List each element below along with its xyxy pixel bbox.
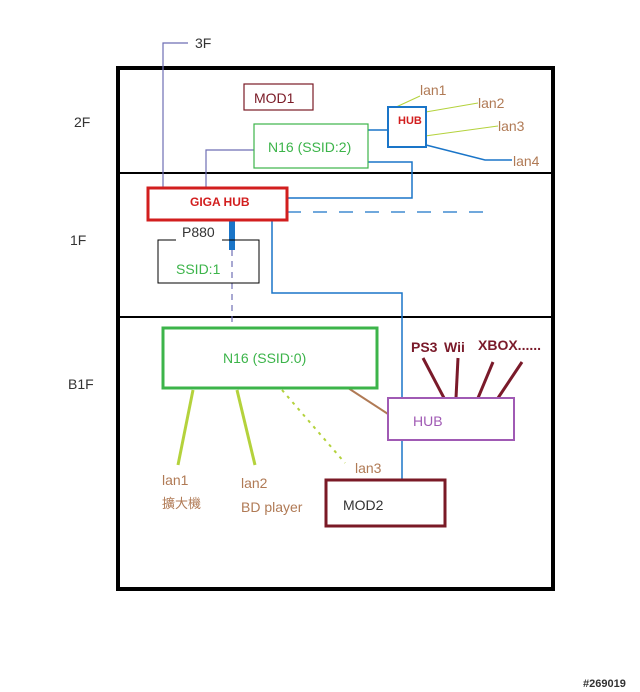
mod2-label: MOD2 — [343, 497, 384, 513]
lan3-2f-label: lan3 — [498, 118, 525, 134]
link-n16-b1-to-hub-b1 — [344, 385, 389, 415]
n16-2f-label: N16 (SSID:2) — [268, 139, 351, 155]
cable-lan3-b1 — [281, 389, 346, 464]
floor-label-b1f: B1F — [68, 376, 94, 392]
wii-label: Wii — [444, 339, 465, 355]
hub-2f-box — [387, 106, 427, 148]
hub-2f-label: HUB — [398, 115, 422, 127]
link-giga-to-hub-2f — [287, 161, 413, 199]
link-n16-2f-to-giga-hub — [205, 149, 254, 188]
link-3f-to-giga-hub — [162, 42, 188, 188]
xbox-label: XBOX...... — [478, 337, 541, 353]
hub-b1-label: HUB — [413, 413, 443, 429]
cable-lan2-2f — [419, 102, 479, 114]
lan2-2f-label: lan2 — [478, 95, 505, 111]
floor-label-3f: 3F — [195, 35, 211, 51]
cable-xbox-1 — [476, 361, 495, 399]
giga-hub-box — [146, 186, 289, 222]
mod2-box — [324, 478, 447, 528]
link-hub-2f-to-lan4 — [425, 144, 512, 161]
building-frame — [116, 66, 555, 591]
lan3-b1-label: lan3 — [355, 460, 382, 476]
giga-hub-label: GIGA HUB — [190, 195, 250, 209]
floor-label-1f: 1F — [70, 232, 86, 248]
mod1-box — [243, 83, 314, 111]
cable-lan1-b1 — [176, 389, 195, 466]
lan2-b1-label: lan2 — [241, 475, 268, 491]
lan2-b1-device: BD player — [241, 499, 303, 515]
p880-label-bg — [176, 226, 222, 244]
n16-b1-box — [161, 326, 379, 390]
cable-xbox-2 — [496, 361, 524, 399]
cable-lan3-2f — [424, 125, 499, 137]
mod1-label: MOD1 — [254, 90, 295, 106]
p880-label: P880 — [182, 224, 215, 240]
floor-label-2f: 2F — [74, 114, 90, 130]
n16-2f-box — [253, 123, 369, 169]
lan1-2f-label: lan1 — [420, 82, 447, 98]
hub-b1-box — [387, 397, 515, 441]
watermark: #269019 — [583, 678, 626, 690]
lan1-b1-device: 擴大機 — [162, 496, 201, 511]
cable-ps3 — [421, 357, 446, 399]
link-giga-to-hub-b1 — [271, 220, 403, 398]
cable-lan2-b1 — [235, 389, 257, 466]
lan1-b1-label: lan1 — [162, 472, 189, 488]
lan4-2f-label: lan4 — [513, 153, 540, 169]
cable-wii — [454, 357, 460, 399]
n16-b1-label: N16 (SSID:0) — [223, 350, 306, 366]
ssid1-label: SSID:1 — [176, 261, 221, 277]
ps3-label: PS3 — [411, 339, 438, 355]
